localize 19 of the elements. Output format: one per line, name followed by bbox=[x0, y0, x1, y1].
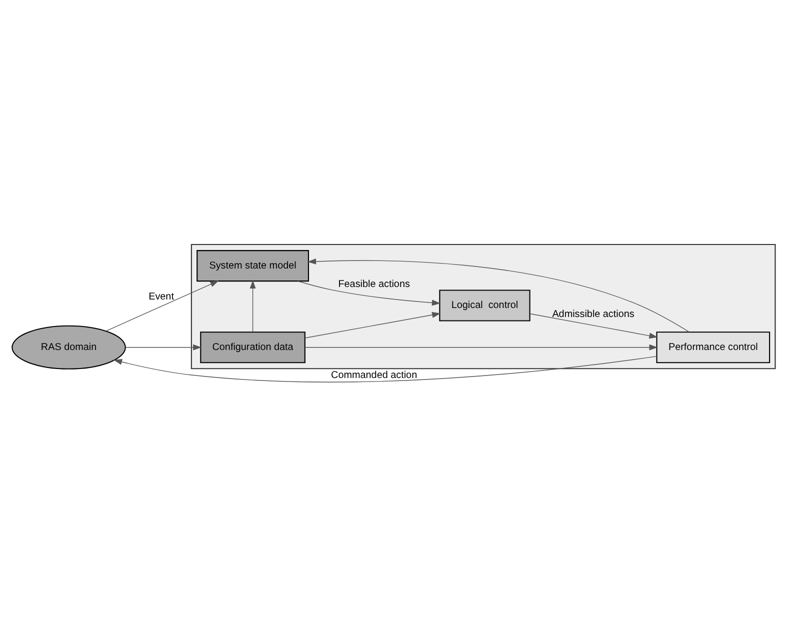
node-ellipse: RAS domain bbox=[12, 324, 126, 369]
arrow bbox=[307, 258, 690, 332]
cluster bbox=[190, 243, 776, 369]
node-box: Configuration data bbox=[200, 331, 306, 363]
edge-label: Feasible actions bbox=[338, 278, 410, 290]
arrow bbox=[298, 280, 440, 306]
arrow bbox=[304, 311, 441, 338]
node-box: System state model bbox=[196, 250, 309, 282]
edge-label: Event bbox=[148, 290, 174, 302]
node-box: Performance control bbox=[656, 331, 770, 363]
arrow bbox=[114, 355, 658, 382]
arrow bbox=[106, 280, 219, 331]
edge-label: Admissible actions bbox=[552, 308, 634, 320]
arrow bbox=[250, 280, 256, 332]
arrow bbox=[530, 312, 658, 338]
edge-label: Commanded action bbox=[331, 370, 418, 381]
node-box: Logical control bbox=[439, 289, 530, 321]
arrow bbox=[125, 344, 202, 350]
arrow bbox=[304, 344, 658, 350]
